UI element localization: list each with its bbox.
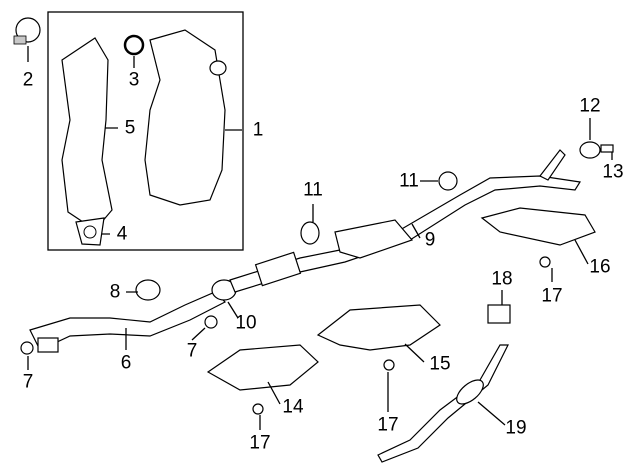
insulator-part [135, 279, 161, 301]
front-pipe-part [29, 291, 227, 351]
callout-label: 18 [491, 268, 513, 290]
catalyst-part [254, 251, 302, 287]
heat-shield-part-14 [206, 344, 319, 391]
callout-label: 6 [120, 352, 132, 374]
callout-label: 8 [109, 281, 121, 303]
catalytic-converter-group-box [47, 11, 244, 251]
heat-shield-part-15 [316, 304, 441, 351]
heat-shield-part-16 [480, 207, 596, 246]
callout-label: 15 [429, 353, 451, 375]
callout-label: 2 [22, 69, 34, 91]
catalytic-converter-part [144, 29, 226, 206]
hanger-part-12 [579, 141, 601, 159]
tailpipe-part [377, 344, 509, 463]
callout-label: 9 [424, 229, 436, 251]
gasket-part [123, 34, 145, 56]
callout-label: 4 [116, 223, 128, 245]
callout-label: 14 [282, 396, 304, 418]
nut-part [209, 60, 227, 76]
callout-label: 12 [579, 95, 601, 117]
flange-gasket-part [75, 217, 105, 246]
callout-label: 1 [252, 119, 264, 141]
callout-label: 3 [128, 69, 140, 91]
callout-label: 16 [589, 256, 611, 278]
callout-label: 13 [602, 161, 624, 183]
callout-label: 5 [124, 117, 136, 139]
callout-label: 17 [541, 285, 563, 307]
heat-shield-part [61, 37, 113, 231]
bolt-part-13 [600, 144, 614, 153]
callout-label: 10 [235, 312, 257, 334]
callout-label: 17 [249, 432, 271, 454]
callout-label: 19 [505, 417, 527, 439]
pipe-flange [37, 337, 59, 353]
resonator-part [334, 219, 414, 259]
insulator-part-11b [438, 171, 458, 191]
callout-label: 11 [399, 170, 419, 192]
insulator-part-11 [300, 221, 320, 245]
callout-label: 7 [22, 371, 34, 393]
callout-label: 17 [377, 414, 399, 436]
callout-label: 11 [303, 179, 323, 201]
pressure-sensor-part [487, 304, 511, 324]
clamp-part [13, 17, 41, 45]
callout-label: 7 [186, 340, 198, 362]
